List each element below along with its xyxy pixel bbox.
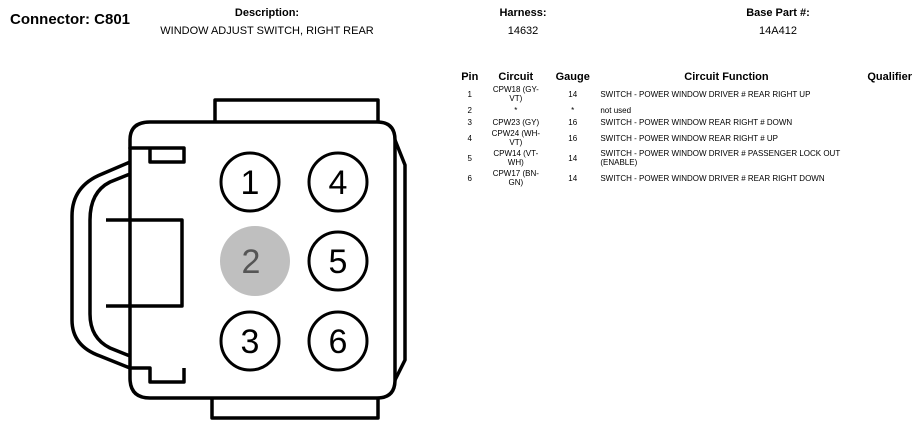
connector-title: Connector: C801 bbox=[10, 11, 131, 28]
table-row: 6 CPW17 (BN-GN) 14 SWITCH - POWER WINDOW… bbox=[455, 168, 914, 188]
cell-circuit: CPW18 (GY-VT) bbox=[492, 85, 539, 103]
base-part-label: Base Part #: bbox=[746, 7, 810, 19]
cell-function: SWITCH - POWER WINDOW DRIVER # REAR RIGH… bbox=[600, 89, 811, 99]
lock-window bbox=[106, 218, 184, 308]
column-header-qualifier: Qualifier bbox=[867, 70, 912, 83]
cell-gauge: * bbox=[571, 105, 575, 115]
base-part-value: 14A412 bbox=[759, 25, 797, 37]
pin-cavity-5: 5 bbox=[307, 230, 369, 292]
cell-gauge: 14 bbox=[568, 173, 578, 183]
connector-body-outline bbox=[128, 120, 397, 400]
pin-label-6: 6 bbox=[329, 323, 348, 361]
cell-gauge: 14 bbox=[568, 153, 578, 163]
cell-function: SWITCH - POWER WINDOW DRIVER # REAR RIGH… bbox=[600, 173, 825, 183]
cell-qualifier bbox=[855, 148, 914, 168]
pin-cavity-2: 2 bbox=[220, 226, 290, 296]
table-row: 4 CPW24 (WH-VT) 16 SWITCH - POWER WINDOW… bbox=[455, 128, 914, 148]
column-header-circuit-function: Circuit Function bbox=[684, 70, 769, 83]
pin-cavity-6: 6 bbox=[307, 310, 369, 372]
cell-pin: 2 bbox=[467, 105, 472, 115]
table-row: 5 CPW14 (VT-WH) 14 SWITCH - POWER WINDOW… bbox=[455, 148, 914, 168]
pin-table-header: Pin Circuit Gauge Circuit Function Quali… bbox=[455, 69, 914, 84]
latch-notch-top bbox=[128, 146, 186, 164]
locking-arm-outer bbox=[70, 160, 131, 370]
cell-qualifier bbox=[855, 104, 914, 116]
cell-pin: 6 bbox=[467, 173, 472, 183]
cell-circuit: * bbox=[514, 105, 518, 115]
cell-circuit: CPW17 (BN-GN) bbox=[492, 169, 539, 187]
description-value: WINDOW ADJUST SWITCH, RIGHT REAR bbox=[160, 25, 374, 37]
cell-qualifier bbox=[855, 168, 914, 188]
cell-function: SWITCH - POWER WINDOW REAR RIGHT # UP bbox=[600, 133, 778, 143]
cell-pin: 5 bbox=[467, 153, 472, 163]
locking-arm-inner bbox=[88, 172, 131, 358]
cell-gauge: 14 bbox=[568, 89, 578, 99]
description-label: Description: bbox=[234, 7, 300, 19]
column-header-gauge: Gauge bbox=[555, 70, 590, 83]
cell-circuit: CPW14 (VT-WH) bbox=[493, 149, 539, 167]
cell-gauge: 16 bbox=[568, 117, 578, 127]
column-header-pin: Pin bbox=[461, 70, 479, 83]
harness-label: Harness: bbox=[499, 7, 547, 19]
cell-qualifier bbox=[855, 116, 914, 128]
pin-label-4: 4 bbox=[329, 164, 348, 202]
column-header-circuit: Circuit bbox=[498, 70, 534, 83]
latch-notch-bottom bbox=[130, 366, 186, 384]
table-row: 3 CPW23 (GY) 16 SWITCH - POWER WINDOW RE… bbox=[455, 116, 914, 128]
cell-gauge: 16 bbox=[568, 133, 578, 143]
cell-function: SWITCH - POWER WINDOW REAR RIGHT # DOWN bbox=[600, 117, 793, 127]
cell-qualifier bbox=[855, 128, 914, 148]
harness-value: 14632 bbox=[507, 25, 539, 37]
cell-qualifier bbox=[855, 84, 914, 104]
pin-label-3: 3 bbox=[241, 323, 260, 361]
cell-circuit: CPW23 (GY) bbox=[492, 117, 540, 127]
cell-pin: 3 bbox=[467, 117, 472, 127]
pin-label-2: 2 bbox=[242, 243, 261, 281]
cell-function: SWITCH - POWER WINDOW DRIVER # PASSENGER… bbox=[600, 149, 841, 167]
pin-table: Pin Circuit Gauge Circuit Function Quali… bbox=[455, 69, 914, 188]
pin-cavity-3: 3 bbox=[219, 310, 281, 372]
table-row: 1 CPW18 (GY-VT) 14 SWITCH - POWER WINDOW… bbox=[455, 84, 914, 104]
pin-label-5: 5 bbox=[329, 243, 348, 281]
pin-cavity-1: 1 bbox=[219, 151, 281, 213]
table-row: 2 * * not used bbox=[455, 104, 914, 116]
connector-bottom-tab bbox=[210, 398, 380, 420]
pin-label-1: 1 bbox=[241, 164, 260, 202]
pin-cavity-4: 4 bbox=[307, 151, 369, 213]
connector-right-bump bbox=[393, 139, 407, 381]
cell-function: not used bbox=[600, 105, 632, 115]
cell-pin: 1 bbox=[467, 89, 472, 99]
connector-top-tab bbox=[213, 98, 380, 122]
cell-pin: 4 bbox=[467, 133, 472, 143]
cell-circuit: CPW24 (WH-VT) bbox=[491, 129, 541, 147]
